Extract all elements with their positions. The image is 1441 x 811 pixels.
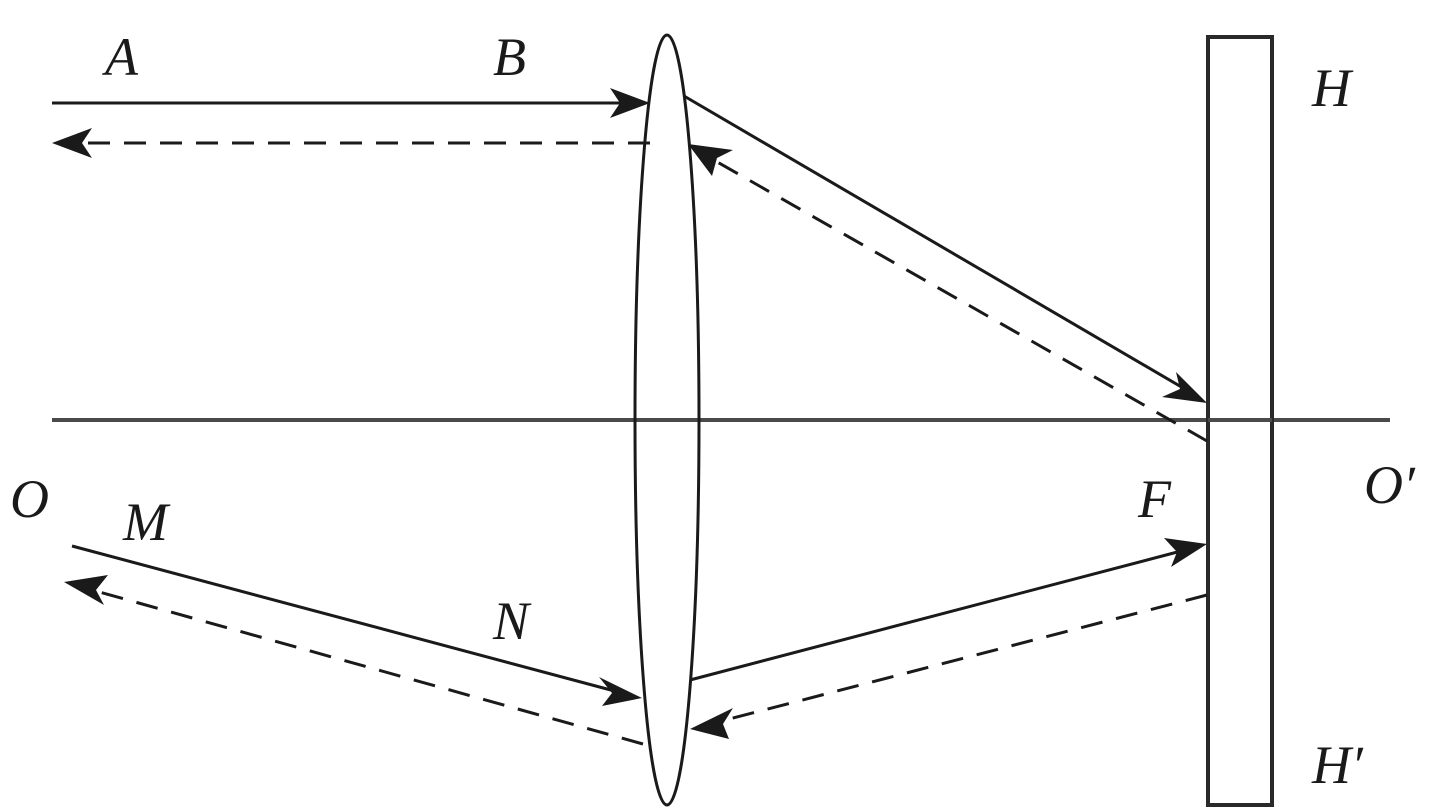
- label-f: F: [1137, 469, 1172, 529]
- arrowhead-ab: [610, 88, 650, 118]
- ray-upper-reflected: [704, 153, 1208, 443]
- arrowhead-lower-reflected: [690, 708, 733, 739]
- label-o-prime: O′: [1364, 455, 1416, 515]
- label-h-prime: H′: [1311, 735, 1364, 795]
- arrowhead-upper-reflected: [688, 144, 733, 176]
- arrowhead-lower-refracted: [1164, 538, 1207, 567]
- arrowhead-mn-return: [64, 575, 108, 605]
- label-o: O: [10, 469, 49, 529]
- convex-lens: [633, 33, 701, 807]
- ray-lower-reflected: [709, 593, 1208, 726]
- ray-upper-refracted: [683, 94, 1191, 394]
- label-h: H: [1311, 58, 1354, 118]
- label-a: A: [102, 27, 139, 87]
- arrowhead-ab-return: [52, 128, 92, 158]
- ray-mn-return: [84, 586, 644, 746]
- label-m: M: [122, 492, 171, 552]
- arrowhead-mn: [599, 677, 642, 706]
- label-n: N: [492, 591, 532, 651]
- ray-lower-refracted: [689, 548, 1186, 682]
- label-b: B: [493, 27, 526, 87]
- ray-mn-incident: [71, 544, 623, 695]
- arrowhead-upper-refracted: [1162, 372, 1207, 403]
